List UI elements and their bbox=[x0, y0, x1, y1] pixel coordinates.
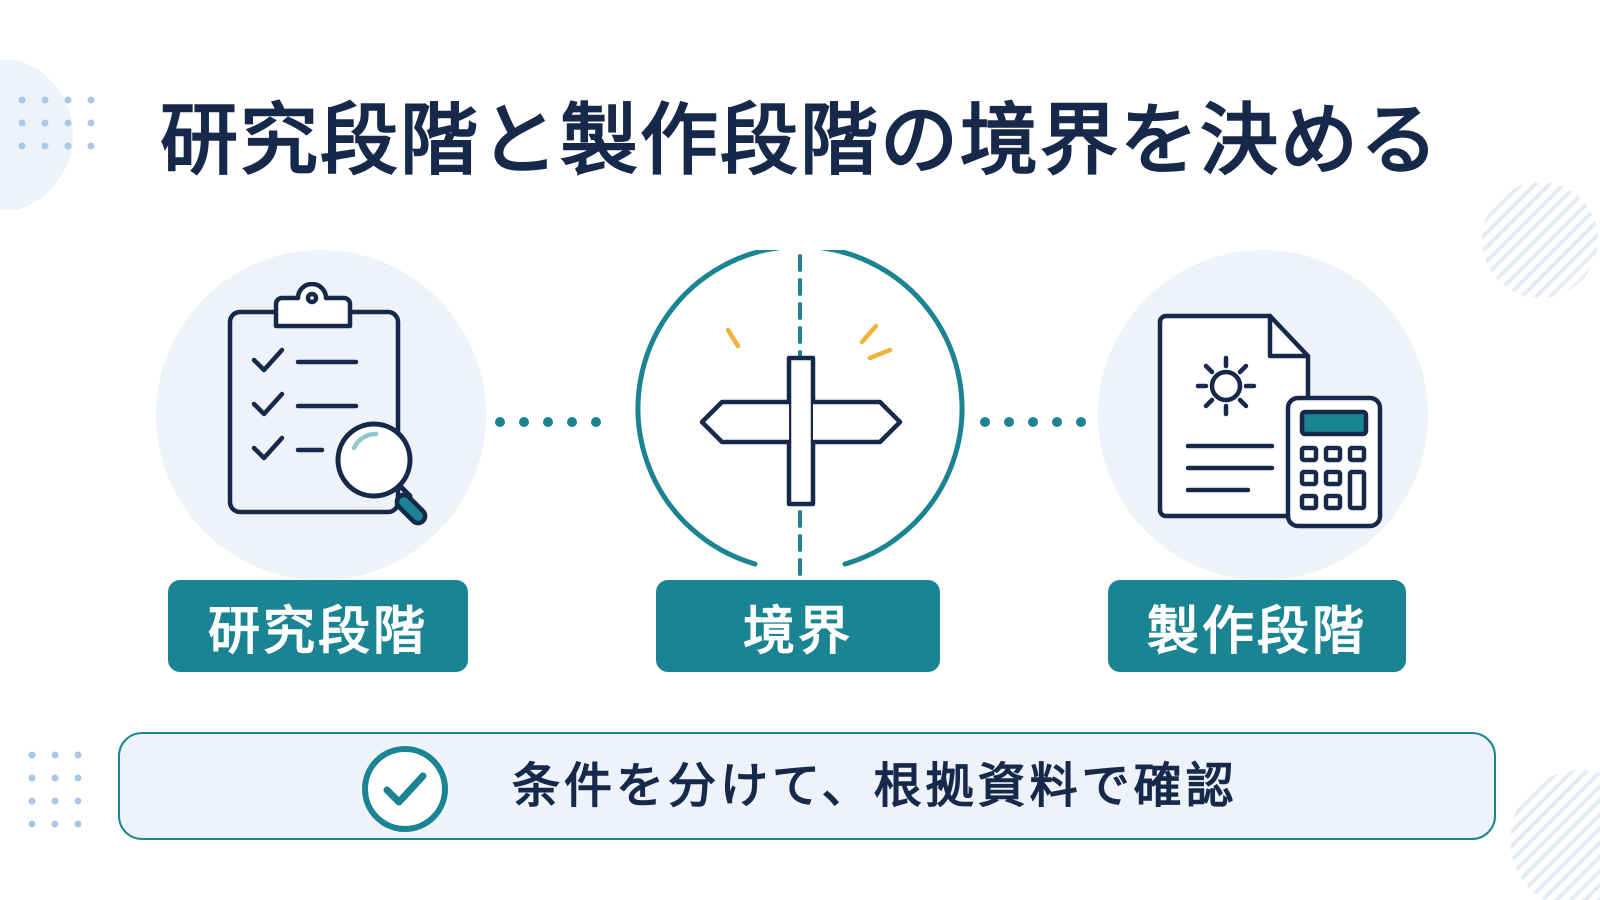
clipboard-search-icon bbox=[227, 282, 428, 526]
dot-grid-decoration-bottom-left bbox=[28, 751, 82, 828]
striped-circle-decoration-right bbox=[1482, 182, 1598, 298]
document-calculator-icon bbox=[1157, 313, 1383, 529]
striped-circle-decoration-bottom-right bbox=[1510, 770, 1600, 900]
connector-right bbox=[980, 417, 1086, 427]
boundary-label: 境界 bbox=[656, 580, 940, 672]
conclusion-banner bbox=[118, 732, 1496, 840]
signpost-icon bbox=[635, 250, 965, 590]
connector-left bbox=[495, 417, 601, 427]
page-title: 研究段階と製作段階の境界を決める bbox=[159, 96, 1440, 186]
production-stage-label: 製作段階 bbox=[1108, 580, 1406, 672]
conclusion-text: 条件を分けて、根拠資料で確認 bbox=[512, 758, 1238, 814]
dot-grid-decoration-top-left bbox=[0, 60, 95, 210]
check-circle-icon bbox=[362, 746, 448, 832]
research-stage-label: 研究段階 bbox=[168, 580, 468, 672]
